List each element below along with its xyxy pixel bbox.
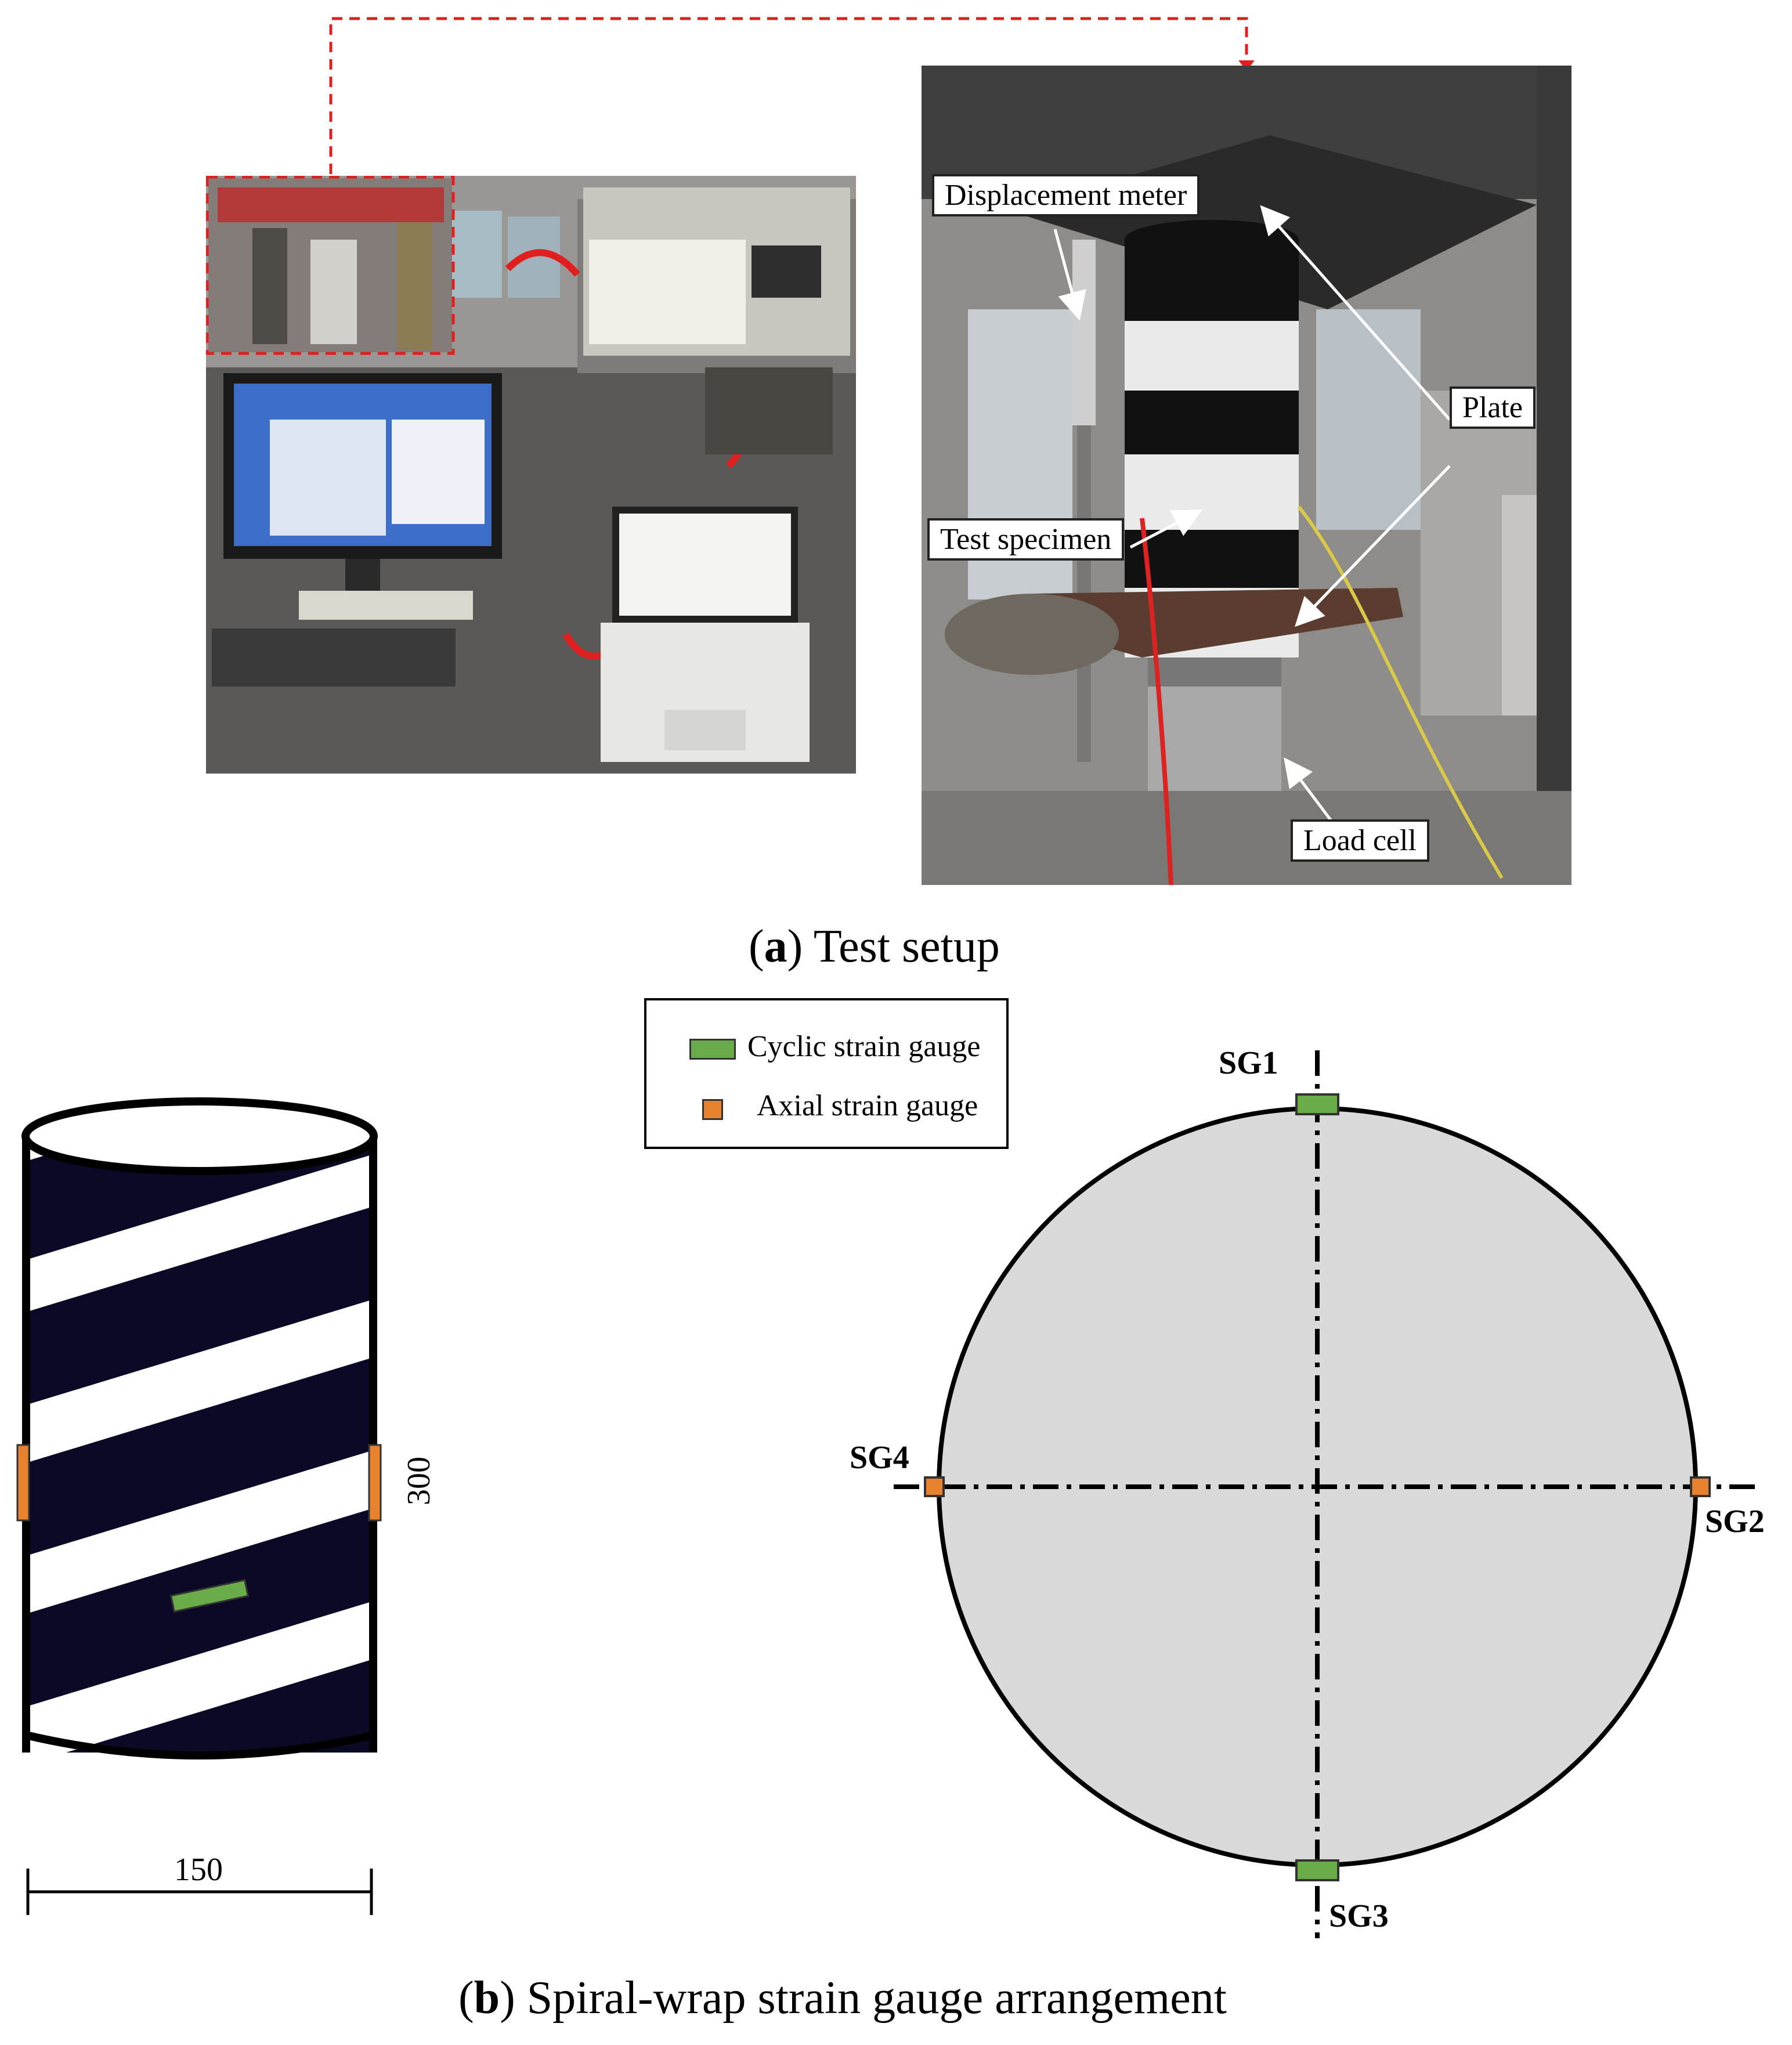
test-specimen-label: Test specimen (927, 518, 1125, 561)
panel-b-caption: (b) Spiral-wrap strain gauge arrangement (458, 1972, 1227, 2024)
height-dimension: 300 (401, 1457, 437, 1505)
load-cell-label: Load cell (1291, 819, 1429, 862)
sg3-label: SG3 (1329, 1898, 1389, 1934)
panel-b-caption-text: Spiral-wrap strain gauge arrangement (526, 1972, 1227, 2024)
sg1-gauge (1295, 1093, 1339, 1115)
legend: Cyclic strain gauge Axial strain gauge (644, 998, 1009, 1149)
panel-a-caption-text: Test setup (813, 921, 1000, 972)
panel-a-letter: a (764, 921, 787, 972)
width-dimension: 150 (174, 1852, 223, 1888)
sg1-label: SG1 (1219, 1045, 1278, 1081)
legend-axial-swatch (702, 1099, 723, 1120)
width-dimension-line (26, 1869, 373, 1915)
legend-cyclic-swatch (689, 1039, 736, 1060)
panel-b-letter: b (474, 1972, 500, 2024)
cyclic-gauge-on-cylinder (169, 1579, 250, 1613)
sg4-label: SG4 (850, 1440, 909, 1476)
panel-b: 300 150 Cyclic strain gauge Axial strain… (0, 987, 1792, 2045)
legend-cyclic-label: Cyclic strain gauge (747, 1030, 981, 1063)
specimen-photo (922, 66, 1571, 885)
sg4-gauge (924, 1476, 945, 1497)
sg3-gauge (1295, 1859, 1339, 1881)
cross-section (894, 1050, 1758, 1938)
plate-label: Plate (1450, 386, 1536, 429)
sg2-label: SG2 (1705, 1504, 1765, 1540)
panel-a-caption: (a) Test setup (749, 921, 1000, 972)
displacement-meter-label: Displacement meter (932, 174, 1200, 217)
wrapped-cylinder (16, 1097, 382, 1759)
panel-a: Displacement meter Plate Test specimen L… (0, 0, 1792, 987)
axial-gauge-left (16, 1444, 30, 1522)
legend-axial-label: Axial strain gauge (757, 1089, 978, 1122)
sg2-gauge (1690, 1476, 1711, 1497)
lab-setup-photo (206, 176, 856, 774)
axial-gauge-right (368, 1444, 382, 1522)
